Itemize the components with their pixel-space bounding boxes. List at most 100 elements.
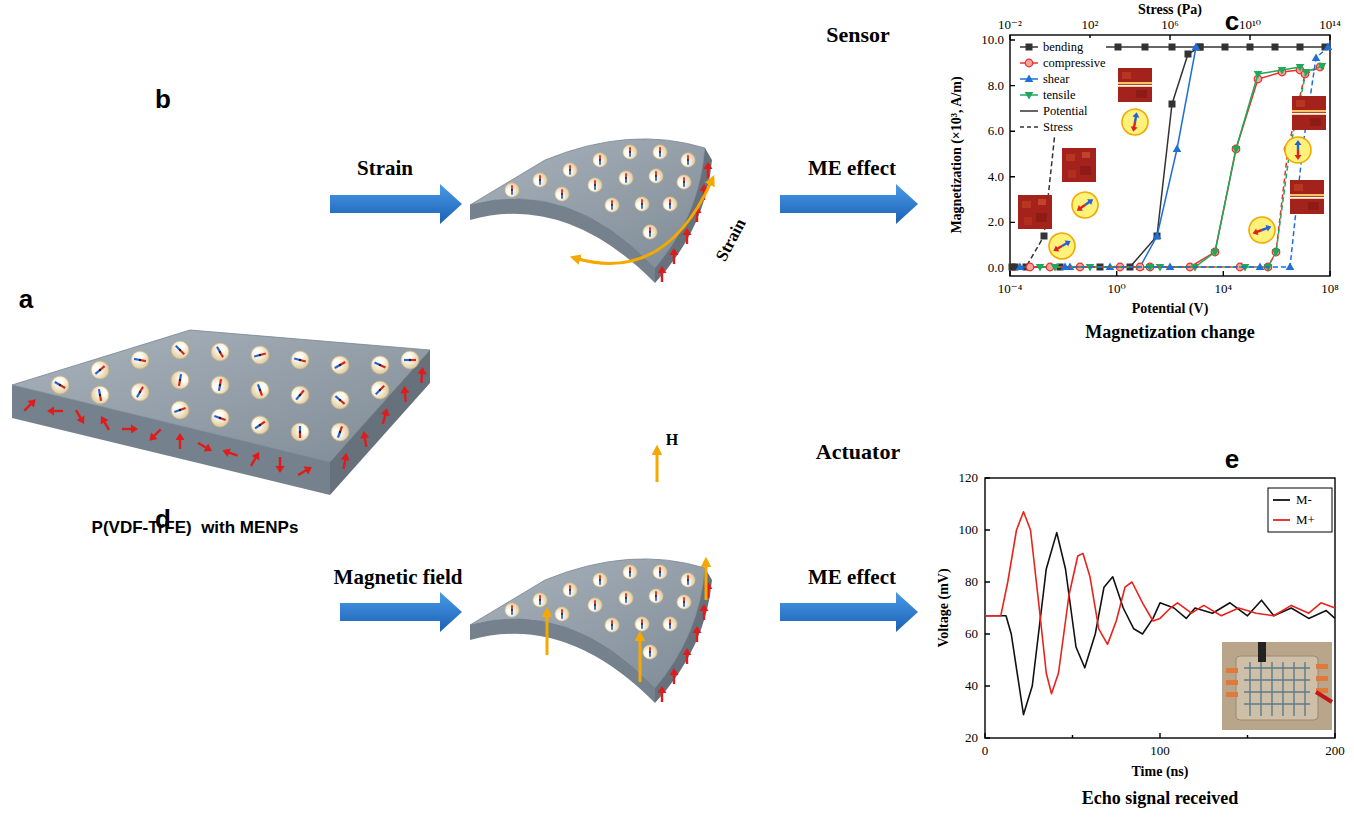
device-photo <box>1222 642 1332 730</box>
nanoparticles <box>249 344 271 366</box>
data-markers <box>1247 44 1254 51</box>
tick-label: 10¹⁴ <box>1318 18 1341 33</box>
tick-label: 100 <box>958 523 980 538</box>
nanoparticles <box>48 337 419 443</box>
polarization-arrows <box>296 463 314 479</box>
data-markers <box>1026 263 1034 271</box>
axis-title: Magnetization (×10³, A/m) <box>949 75 965 234</box>
polarization-arrows <box>176 433 185 449</box>
chart-insets <box>1245 213 1278 246</box>
bent-film <box>670 248 679 264</box>
arrow-label: Strain <box>356 156 414 180</box>
data-markers <box>1051 264 1060 272</box>
nanoparticles <box>287 382 312 407</box>
chart-insets <box>1044 228 1080 264</box>
nanoparticles <box>90 385 111 406</box>
nanoparticles <box>247 412 272 437</box>
nanoparticles <box>130 350 151 371</box>
nanoparticles <box>128 380 153 405</box>
panel-caption: Echo signal received <box>1081 788 1240 809</box>
field-arrows <box>547 450 706 682</box>
bent-film <box>623 145 637 159</box>
data-markers <box>1026 66 1304 271</box>
legend-label: tensile <box>1042 88 1077 102</box>
tick-label: 10⁰ <box>1107 282 1127 297</box>
field-arrows <box>546 612 549 655</box>
data-markers <box>1297 44 1304 51</box>
polarization-arrows <box>276 457 285 473</box>
chart-insets <box>1285 137 1311 163</box>
arrow-label: ME effect <box>807 565 897 589</box>
bent-film <box>683 228 692 244</box>
device-photo <box>1226 692 1238 697</box>
bent-film <box>704 162 713 178</box>
bent-film <box>470 199 655 283</box>
data-markers <box>1278 67 1287 75</box>
film-slab <box>12 385 330 495</box>
bent-film <box>658 266 667 282</box>
film-slab <box>12 330 430 495</box>
axis-title: Potential (V) <box>1131 301 1210 317</box>
bent-film <box>619 171 633 185</box>
chart-frame <box>985 478 1335 738</box>
chart-curves <box>1030 70 1300 267</box>
polarization-arrows <box>97 414 113 432</box>
field-arrows <box>705 562 708 600</box>
data-markers <box>1222 44 1229 51</box>
film-label: P(VDF-TrFE) with MENPs <box>91 518 300 538</box>
data-markers <box>1166 262 1175 270</box>
echo-signals <box>985 533 1335 715</box>
data-markers <box>1036 64 1305 272</box>
bent-film <box>470 139 713 283</box>
chart-legend <box>1025 74 1034 82</box>
legend-label: compressive <box>1042 56 1106 70</box>
bent-film <box>505 183 519 197</box>
polarization-arrows <box>47 407 63 416</box>
data-markers <box>1142 44 1149 51</box>
chart-legend <box>1016 38 1106 135</box>
device-photo <box>1226 668 1238 673</box>
chart-legend <box>1273 519 1290 521</box>
process-arrows <box>780 592 918 632</box>
data-markers <box>1169 44 1176 51</box>
data-markers <box>1036 264 1045 272</box>
panel-letter: c <box>1224 7 1240 37</box>
nanoparticles <box>208 340 233 365</box>
polarization-arrows <box>359 430 371 447</box>
nanoparticles <box>368 353 392 377</box>
data-markers <box>1211 249 1220 257</box>
nanoparticles <box>327 387 352 412</box>
tick-label: 20 <box>964 731 979 746</box>
tick-label: 120 <box>958 471 980 486</box>
arrow-label: Magnetic field <box>333 565 464 589</box>
polarization-arrows <box>21 367 427 479</box>
data-markers <box>1115 44 1122 51</box>
chart-legend <box>1020 126 1038 128</box>
bent-film <box>470 559 713 703</box>
bent-film <box>643 225 657 239</box>
chart-frame <box>1010 35 1330 276</box>
polarization-arrows <box>379 407 392 425</box>
nanoparticles <box>87 357 112 382</box>
chart-legend <box>1025 59 1033 67</box>
process-arrows <box>330 184 918 632</box>
tick-label: 60 <box>964 627 979 642</box>
chart-frame <box>1010 35 1330 276</box>
polarization-arrows <box>72 408 88 426</box>
bent-film <box>677 175 691 189</box>
chart-frame <box>1010 271 1330 276</box>
arrow-label: ME effect <box>807 156 897 180</box>
section-title: Sensor <box>825 22 891 47</box>
chart-curves <box>1015 47 1200 267</box>
data-markers <box>1016 42 1201 270</box>
polarization-arrows <box>247 450 263 468</box>
device-photo <box>1258 642 1266 662</box>
chart-legend <box>1268 488 1332 532</box>
polarization-arrows <box>196 439 214 455</box>
chart-legend <box>1016 38 1106 135</box>
echo-signals <box>985 512 1335 694</box>
polarization-arrows <box>221 446 239 460</box>
bent-film <box>555 187 569 201</box>
